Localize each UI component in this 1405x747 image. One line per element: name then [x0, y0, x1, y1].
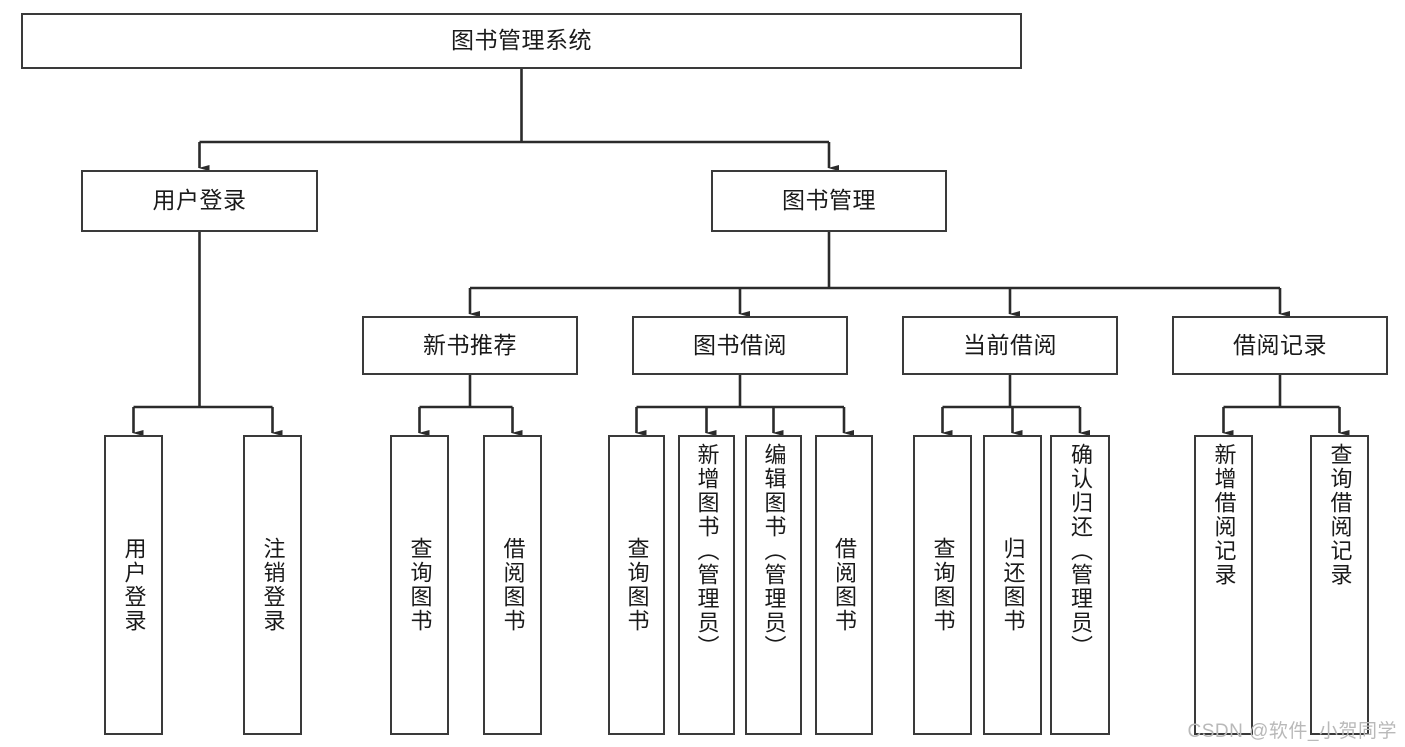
node-leaf-user-login[interactable]: 用户登录: [104, 435, 163, 735]
node-book-borrow[interactable]: 图书借阅: [632, 316, 848, 375]
node-label-leaf-user-login: 用户登录: [121, 537, 147, 633]
node-label-leaf-query-borrow-record: 查询借阅记录: [1327, 443, 1353, 587]
node-book-manage[interactable]: 图书管理: [711, 170, 947, 232]
node-root[interactable]: 图书管理系统: [21, 13, 1022, 69]
node-label-leaf-query-book-rec: 查询图书: [407, 537, 433, 633]
node-label-root: 图书管理系统: [451, 27, 592, 54]
node-leaf-return-book[interactable]: 归还图书: [983, 435, 1042, 735]
node-label-leaf-borrow-book-rec: 借阅图书: [500, 537, 526, 633]
node-label-leaf-return-book: 归还图书: [1000, 537, 1026, 633]
node-label-book-manage: 图书管理: [782, 187, 876, 214]
node-label-leaf-add-book-admin: 新增图书（管理员）: [694, 443, 720, 659]
node-leaf-add-borrow-record[interactable]: 新增借阅记录: [1194, 435, 1253, 735]
node-leaf-query-borrow-record[interactable]: 查询借阅记录: [1310, 435, 1369, 735]
node-label-new-book-recommend: 新书推荐: [423, 331, 517, 358]
node-leaf-borrow-book[interactable]: 借阅图书: [815, 435, 873, 735]
node-label-leaf-query-book-cur: 查询图书: [930, 537, 956, 633]
node-leaf-user-logout[interactable]: 注销登录: [243, 435, 302, 735]
node-label-leaf-borrow-book: 借阅图书: [832, 537, 857, 633]
node-leaf-edit-book-admin[interactable]: 编辑图书（管理员）: [745, 435, 802, 735]
node-borrow-record[interactable]: 借阅记录: [1172, 316, 1388, 375]
node-label-borrow-record: 借阅记录: [1233, 331, 1327, 358]
edge-group: [132, 69, 1350, 436]
node-label-book-borrow: 图书借阅: [693, 331, 787, 358]
node-leaf-borrow-book-rec[interactable]: 借阅图书: [483, 435, 542, 735]
node-new-book-recommend[interactable]: 新书推荐: [362, 316, 578, 375]
node-leaf-query-book-cur[interactable]: 查询图书: [913, 435, 972, 735]
node-label-leaf-add-borrow-record: 新增借阅记录: [1211, 443, 1237, 587]
node-label-leaf-confirm-return-admin: 确认归还（管理员）: [1068, 443, 1093, 659]
node-leaf-add-book-admin[interactable]: 新增图书（管理员）: [678, 435, 735, 735]
node-label-user-login: 用户登录: [152, 187, 247, 214]
node-label-leaf-user-logout: 注销登录: [260, 537, 286, 633]
watermark-text: CSDN @软件_小贺同学: [1187, 721, 1397, 742]
node-leaf-query-book-borrow[interactable]: 查询图书: [608, 435, 665, 735]
node-label-leaf-query-book-borrow: 查询图书: [624, 537, 650, 633]
node-leaf-confirm-return-admin[interactable]: 确认归还（管理员）: [1050, 435, 1110, 735]
node-user-login[interactable]: 用户登录: [81, 170, 318, 232]
node-current-borrow[interactable]: 当前借阅: [902, 316, 1118, 375]
node-leaf-query-book-rec[interactable]: 查询图书: [390, 435, 449, 735]
node-label-leaf-edit-book-admin: 编辑图书（管理员）: [761, 443, 787, 659]
node-label-current-borrow: 当前借阅: [963, 331, 1057, 358]
